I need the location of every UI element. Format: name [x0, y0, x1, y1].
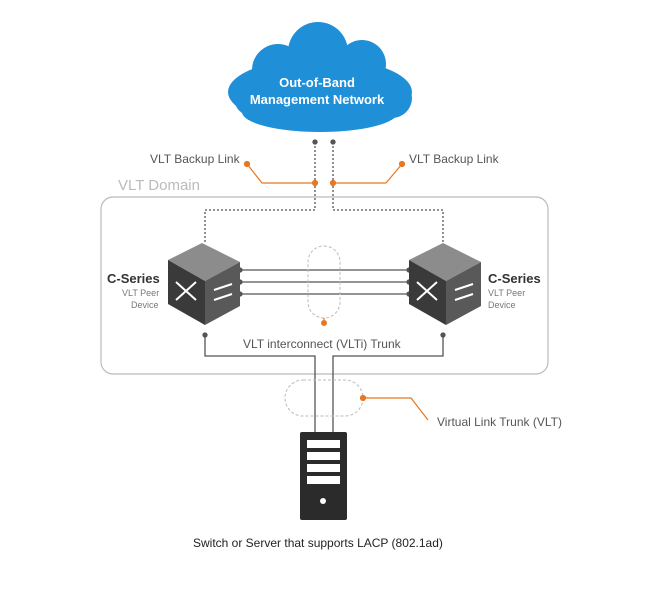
backup-link-label-left: VLT Backup Link — [150, 152, 240, 166]
vlti-trunk-oval — [307, 245, 341, 319]
left-switch-peer-line1: VLT Peer — [122, 288, 160, 298]
right-switch-series: C-Series — [488, 271, 541, 286]
backup-link-label-right: VLT Backup Link — [409, 152, 499, 166]
vlti-trunk-lines — [237, 267, 412, 297]
cloud-title-line1: Out-of-Band — [279, 75, 355, 90]
vlt-label: Virtual Link Trunk (VLT) — [437, 415, 562, 429]
right-switch-peer-line2: Device — [488, 300, 516, 310]
vlti-callout — [321, 318, 327, 326]
left-switch-series: C-Series — [107, 271, 160, 286]
vlt-domain-box — [100, 196, 549, 375]
server-caption: Switch or Server that supports LACP (802… — [193, 536, 443, 550]
cloud-title-line2: Management Network — [249, 92, 385, 107]
vlt-links — [202, 332, 446, 432]
vlt-callout — [359, 394, 429, 421]
backup-link-callouts — [243, 160, 406, 187]
vlt-oval — [284, 379, 364, 417]
cloud-shape — [228, 22, 412, 132]
left-switch-cube — [168, 243, 240, 325]
left-switch-peer-line2: Device — [131, 300, 159, 310]
right-switch-cube — [409, 243, 481, 325]
vlt-domain-label: VLT Domain — [118, 177, 200, 194]
right-switch-peer-line1: VLT Peer — [488, 288, 526, 298]
vlti-trunk-label: VLT interconnect (VLTi) Trunk — [243, 337, 401, 351]
backup-link-lines — [204, 139, 444, 243]
server-icon — [300, 432, 347, 520]
